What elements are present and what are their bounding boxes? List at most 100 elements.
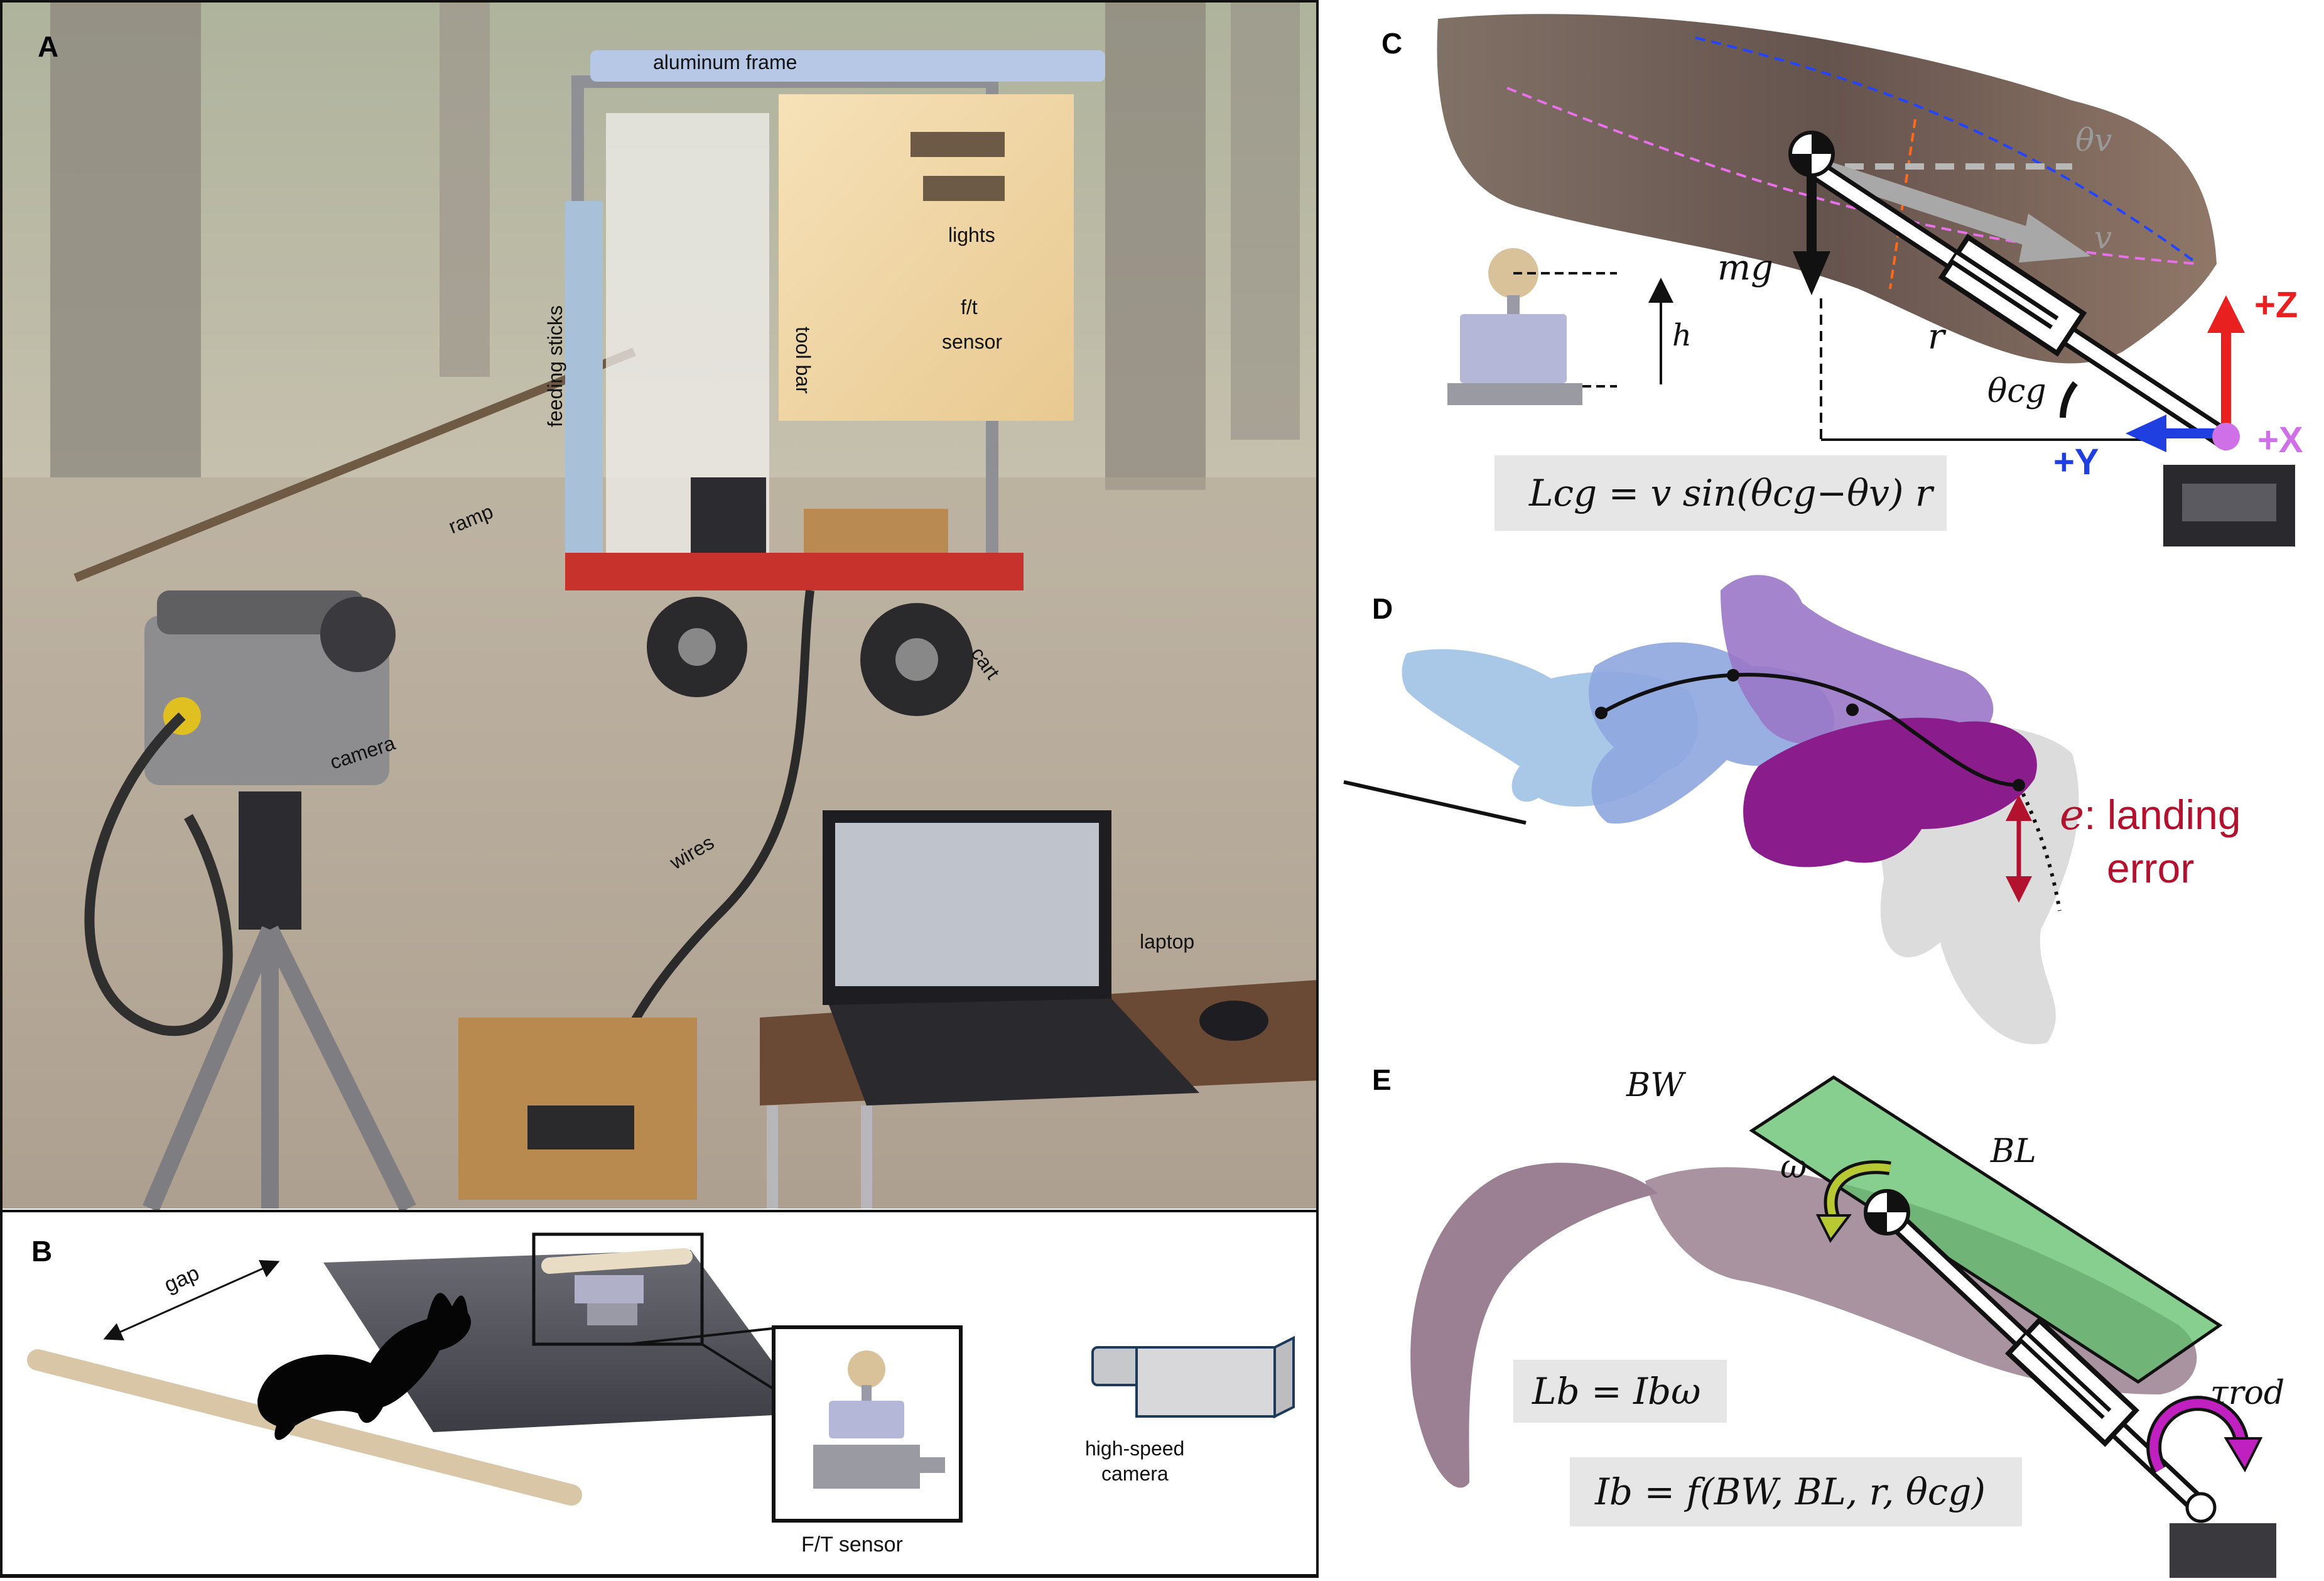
z-axis-head [2207,295,2245,333]
label-ft-sensor-line2: sensor [942,330,1002,353]
sensor-mount-e [2170,1523,2276,1578]
theta-cg-arc [2060,381,2078,418]
error-symbol: e [2060,791,2084,839]
slider-bracket-e [2005,1317,2139,1447]
panel-e: E ω BW BL τrod [1372,1063,2284,1578]
label-mg: mg [1717,247,1773,288]
label-omega: ω [1780,1148,1807,1186]
squirrel-tail-e [1410,1163,1658,1488]
omega-arrow [1827,1163,1891,1220]
panel-c: C θv v mg r [1381,14,2303,546]
squirrel-silhouette [257,1293,471,1440]
label-laptop: laptop [1140,930,1194,953]
power-box [691,477,766,559]
panel-b: B gap F/T sensor high-speed camera [0,1210,1319,1578]
torque-arrow [2149,1399,2246,1472]
pivot-e [2185,1492,2217,1523]
label-h: h [1672,318,1692,353]
equation-box-e2 [1570,1457,2022,1526]
cart-base [565,553,1024,590]
label-theta-cg: θcg [1987,372,2046,410]
label-landing-error-line2: error [2107,845,2194,891]
blue-body-outline [1695,36,2199,265]
camera-lens [320,597,396,672]
tool-board [804,509,948,559]
trajectory-solid [1600,673,2019,787]
label-high-speed-line1: high-speed [1085,1437,1184,1460]
high-speed-camera [144,616,389,785]
velocity-arrow-shaft [1812,157,2038,248]
pink-body-outline [1506,87,2198,265]
label-plus-x: +X [2257,420,2303,460]
y-axis-head [2126,415,2166,452]
tree-trunk [1105,0,1206,490]
panel-e-letter: E [1372,1063,1392,1096]
camera-top [157,590,364,634]
camera-cable [84,712,233,1036]
label-plus-y: +Y [2053,442,2099,482]
label-v: v [2094,219,2112,256]
tripod-leg [262,925,416,1213]
panel-d-letter: D [1372,592,1393,625]
wheel-hub [895,638,938,681]
squirrel-silhouette-frame-3 [1721,575,1994,747]
trajectory-point [1595,707,1608,719]
sensor-base [587,1303,637,1325]
label-plus-z: +Z [2254,285,2298,325]
cg-marker-c [1788,131,1835,177]
high-speed-camera-icon [1091,1335,1295,1419]
label-bw: BW [1626,1067,1686,1104]
gap-arrow [103,1260,280,1340]
velocity-arrow-head [2019,214,2091,263]
panel-d: D e: landing error [1343,575,2241,1045]
label-feeding-sticks: feeding sticks [544,305,566,427]
tripod-head [239,791,301,930]
label-tool-bar: tool bar [792,327,814,394]
label-ft-sensor-b: F/T sensor [801,1533,903,1557]
feeding-sticks-tube [565,201,603,565]
error-text: : landing [2084,791,2241,838]
label-r: r [1928,317,1947,357]
tripod-leg [143,926,278,1212]
label-theta-v: θv [2075,122,2112,158]
wheel-hub [678,628,716,666]
ft-sensor-mount [829,1401,904,1438]
label-aluminum-frame: aluminum frame [653,51,797,73]
equation-e1: Lb = Ibω [1532,1370,1700,1413]
label-ft-sensor-line1: f/t [961,296,978,318]
launch-perch-line [1343,780,1527,825]
ft-sensor-connector [920,1457,945,1473]
squirrel-silhouette-frame-4 [1743,717,2037,867]
tree-trunk [1231,0,1300,440]
trajectory-point [1846,704,1859,716]
sensor-mount-detail [2182,484,2276,521]
laptop-screen [835,823,1099,986]
tree-trunk [440,0,490,377]
top-cover [590,50,1105,82]
ft-sensor-ball [848,1350,885,1388]
light [923,176,1005,201]
x-axis-dot [2212,423,2240,450]
zoom-connector [701,1343,774,1389]
tree-trunk [50,0,201,477]
sensor-mount [575,1275,644,1303]
mouse [1199,1001,1268,1041]
sensor-dowel [541,1248,693,1274]
zoom-connector [627,1327,773,1345]
panel-a-letter: A [38,30,58,63]
launch-dowel [27,1349,582,1506]
label-high-speed-line2: camera [1101,1462,1169,1485]
label-lights: lights [948,224,995,246]
cg-marker-e [1864,1189,1910,1236]
panel-c-letter: C [1381,27,1402,60]
equation-e2: Ib = f(BW, BL, r, θcg) [1594,1470,1986,1513]
ft-sensor-body [813,1445,920,1489]
body-length-box [1749,1075,2223,1384]
label-tau-rod: τrod [2210,1374,2284,1412]
panel-b-letter: B [31,1235,52,1268]
equation-box-c [1494,455,1947,531]
omega-arrow-head [1815,1214,1852,1243]
label-landing-error-line1: e: landing [2060,791,2241,839]
